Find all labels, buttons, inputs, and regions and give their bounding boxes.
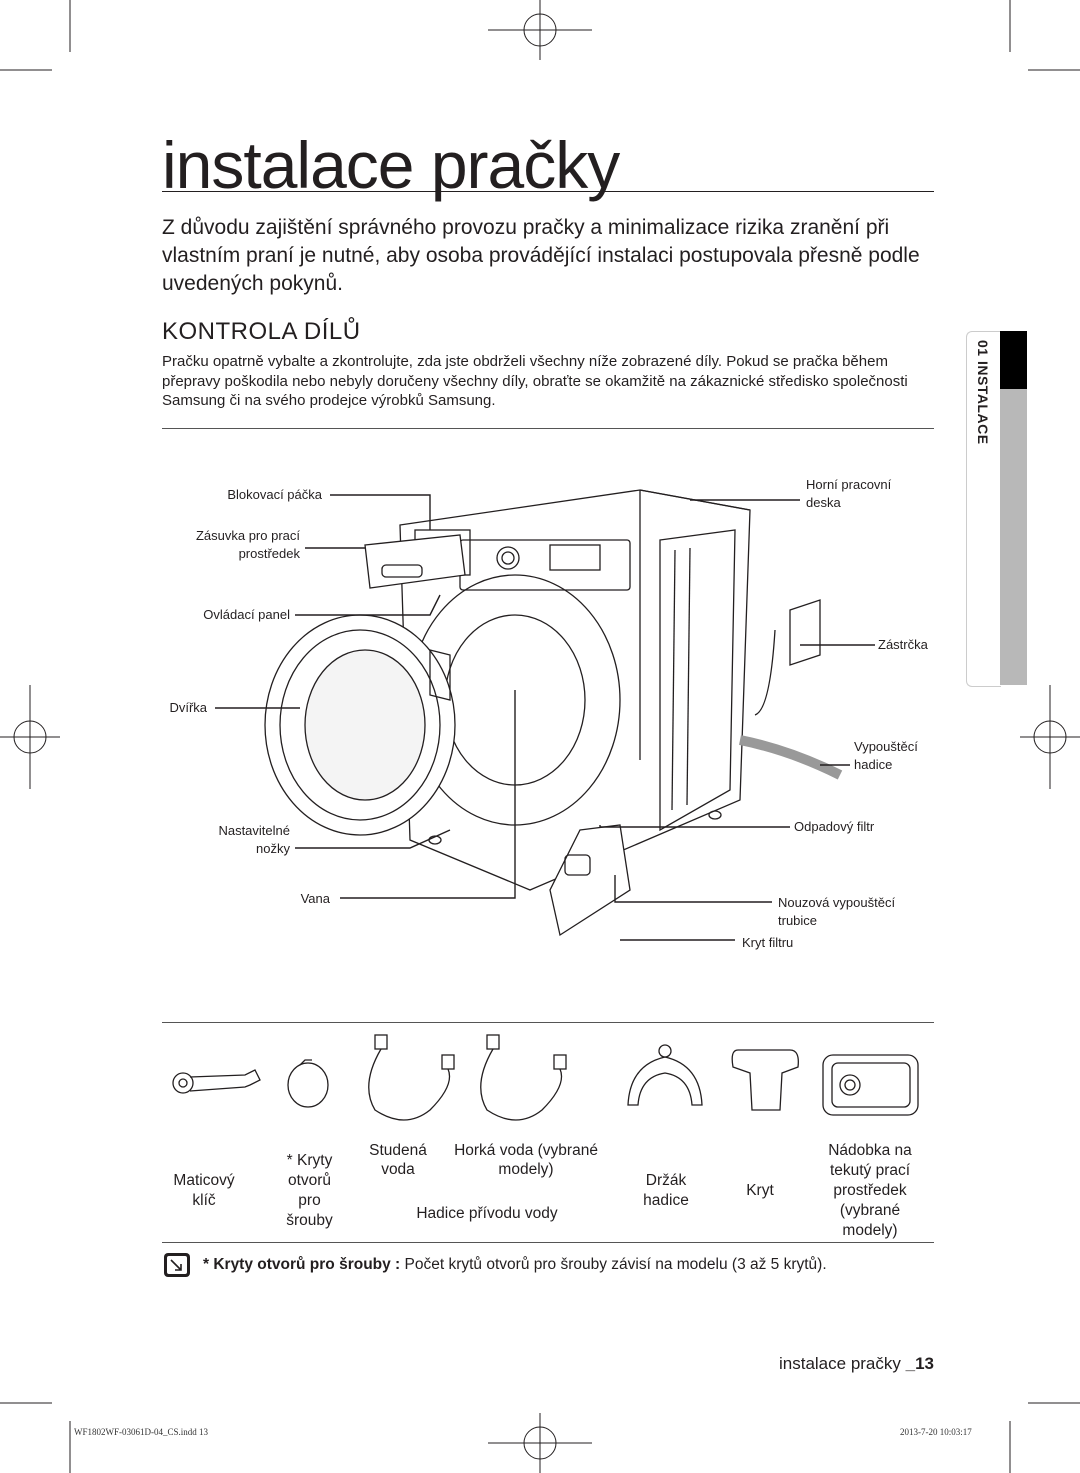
label-odpadovy-filtr: Odpadový filtr xyxy=(794,819,875,834)
note-text: * Kryty otvorů pro šrouby : Počet krytů … xyxy=(203,1256,827,1274)
hose-holder-icon xyxy=(627,1044,703,1106)
parts-illustrations xyxy=(172,1034,919,1121)
divider xyxy=(162,428,934,429)
footer-title: instalace pračky xyxy=(779,1354,901,1373)
part-studena-1: Studená xyxy=(369,1142,427,1159)
section-text: Pračku opatrně vybalte a zkontrolujte, z… xyxy=(162,353,908,409)
label-zasuvka-1: Zásuvka pro prací xyxy=(195,528,300,543)
print-info-right: 2013-7-20 10:03:17 xyxy=(900,1427,972,1437)
cold-hose-icon xyxy=(368,1034,455,1121)
part-hadice-privodu: Hadice přívodu vody xyxy=(416,1205,558,1222)
label-vana: Vana xyxy=(300,891,330,906)
part-klic-2: klíč xyxy=(192,1192,216,1209)
page-footer: instalace pračky _13 xyxy=(779,1354,934,1374)
chapter-tab-label: 01 INSTALACE xyxy=(975,340,991,445)
chapter-tab-grey xyxy=(1000,389,1027,685)
part-studena-2: voda xyxy=(381,1161,415,1178)
print-info-left: WF1802WF-03061D-04_CS.indd 13 xyxy=(74,1427,209,1437)
cap-icon xyxy=(287,1059,329,1108)
part-nadobka-2: tekutý prací xyxy=(829,1162,911,1179)
label-nouzova-2: trubice xyxy=(778,913,818,928)
part-kryt: Kryt xyxy=(746,1182,774,1199)
washing-machine-diagram xyxy=(215,489,875,941)
note-icon xyxy=(164,1253,190,1277)
label-nastavitelne-2: nožky xyxy=(256,841,290,856)
part-horka-1: Horká voda (vybrané xyxy=(454,1142,598,1159)
chapter-tab-black xyxy=(1000,331,1027,389)
part-nadobka-3: prostředek xyxy=(833,1182,907,1199)
label-nouzova-1: Nouzová vypouštěcí xyxy=(778,895,896,910)
label-zasuvka-2: prostředek xyxy=(238,546,300,561)
part-nadobka-5: modely) xyxy=(842,1222,898,1239)
part-klic-1: Maticový xyxy=(173,1172,235,1189)
wrench-icon xyxy=(172,1069,261,1094)
label-vypousteci-1: Vypouštěcí xyxy=(854,739,918,754)
note-body: Počet krytů otvorů pro šrouby závisí na … xyxy=(400,1256,827,1273)
label-vypousteci-2: hadice xyxy=(854,757,893,772)
part-kryty-1: * Kryty xyxy=(286,1152,333,1169)
part-drzak-2: hadice xyxy=(643,1192,689,1209)
page-title: instalace pračky xyxy=(162,128,620,202)
hot-hose-icon xyxy=(480,1034,567,1121)
part-horka-2: modely) xyxy=(498,1161,554,1178)
label-dvirka: Dvířka xyxy=(169,700,207,715)
label-horni-2: deska xyxy=(806,495,841,510)
page-number: _13 xyxy=(905,1354,934,1373)
detergent-container-icon xyxy=(822,1054,919,1116)
label-zastrcka: Zástrčka xyxy=(878,637,928,652)
parts-bottom-rule xyxy=(162,1242,934,1243)
label-horni-1: Horní pracovní xyxy=(806,477,892,492)
parts-top-rule xyxy=(162,1022,934,1023)
chapter-tab xyxy=(966,331,1001,687)
note-bold: * Kryty otvorů pro šrouby : xyxy=(203,1256,401,1273)
label-blokovaci-packa: Blokovací páčka xyxy=(227,487,322,502)
label-kryt-filtru: Kryt filtru xyxy=(742,935,794,950)
title-rule xyxy=(162,191,934,192)
part-kryty-4: šrouby xyxy=(286,1212,333,1229)
part-nadobka-4: (vybrané xyxy=(839,1202,901,1219)
section-heading: KONTROLA DÍLŮ xyxy=(162,318,361,345)
cover-icon xyxy=(731,1049,799,1111)
label-nastavitelne-1: Nastavitelné xyxy=(218,823,290,838)
part-nadobka-1: Nádobka na xyxy=(828,1142,912,1159)
label-ovladaci-panel: Ovládací panel xyxy=(203,607,290,622)
intro-text: Z důvodu zajištění správného provozu pra… xyxy=(162,216,920,295)
part-kryty-3: pro xyxy=(298,1192,321,1209)
part-drzak-1: Držák xyxy=(645,1172,687,1189)
part-kryty-2: otvorů xyxy=(287,1172,332,1189)
